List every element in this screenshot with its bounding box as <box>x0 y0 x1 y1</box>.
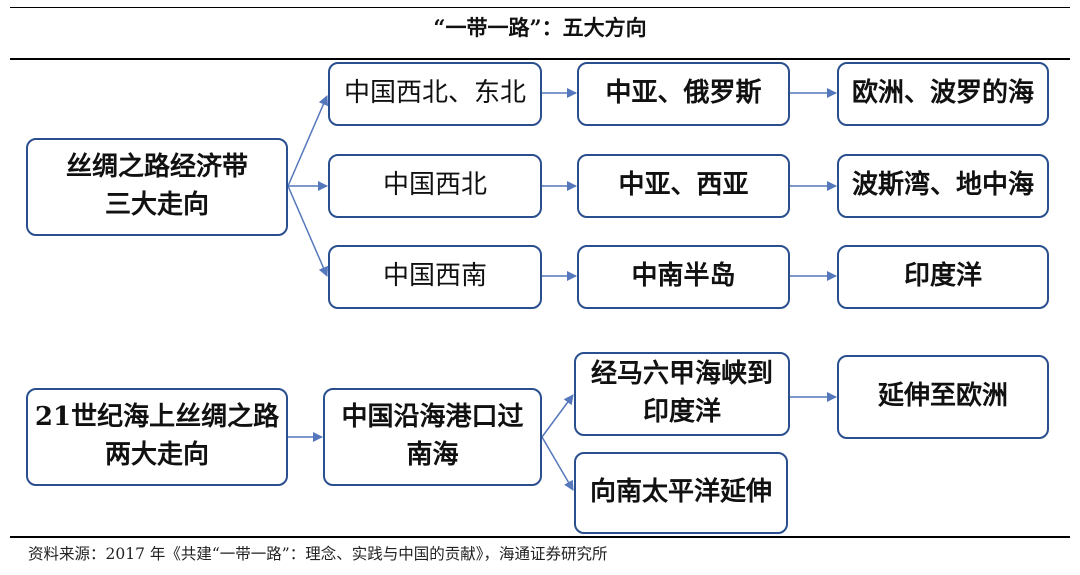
sea-hub-line1: 中国沿海港口过 <box>341 402 524 433</box>
row2-mid-box: 中亚、西亚 <box>577 154 790 218</box>
sea-route1-line1: 经马六甲海峡到 <box>590 359 773 390</box>
sea-route1-box: 经马六甲海峡到 印度洋 <box>574 352 790 436</box>
sea-route1-end-box: 延伸至欧洲 <box>837 355 1049 439</box>
row2-start-box: 中国西北 <box>328 154 542 218</box>
diagram-title: “一带一路”：五大方向 <box>433 15 647 40</box>
title-rule <box>10 58 1070 60</box>
row1-end-box: 欧洲、波罗的海 <box>837 62 1049 126</box>
row3-end-box: 印度洋 <box>837 245 1049 309</box>
land-origin-line1: 丝绸之路经济带 <box>65 152 248 183</box>
sea-route1-line2: 印度洋 <box>642 397 721 427</box>
sea-origin-line2: 两大走向 <box>104 440 209 470</box>
row3-mid-box: 中南半岛 <box>577 245 790 309</box>
row2-end-box: 波斯湾、地中海 <box>837 154 1049 218</box>
land-origin-line2: 三大走向 <box>104 190 209 220</box>
source-note: 资料来源：2017 年《共建“一带一路”：理念、实践与中国的贡献》，海通证券研究… <box>28 545 608 563</box>
arrow-hub-to-route1 <box>541 394 574 438</box>
sea-origin-box: 21世纪海上丝绸之路 两大走向 <box>26 388 288 486</box>
sea-hub-box: 中国沿海港口过 南海 <box>323 388 542 486</box>
sea-hub-line2: 南海 <box>406 440 459 470</box>
sea-route2-box: 向南太平洋延伸 <box>574 452 788 534</box>
arrow-land-to-row1 <box>287 95 329 187</box>
row1-start-box: 中国西北、东北 <box>328 62 542 126</box>
bottom-rule <box>10 536 1070 538</box>
sea-origin-line1: 21世纪海上丝绸之路 <box>34 402 280 433</box>
top-rule <box>10 7 1070 8</box>
arrow-hub-to-route2 <box>541 436 574 491</box>
land-origin-box: 丝绸之路经济带 三大走向 <box>26 138 288 236</box>
row1-mid-box: 中亚、俄罗斯 <box>577 62 790 126</box>
arrow-land-to-row3 <box>287 185 329 277</box>
row3-start-box: 中国西南 <box>328 245 542 309</box>
